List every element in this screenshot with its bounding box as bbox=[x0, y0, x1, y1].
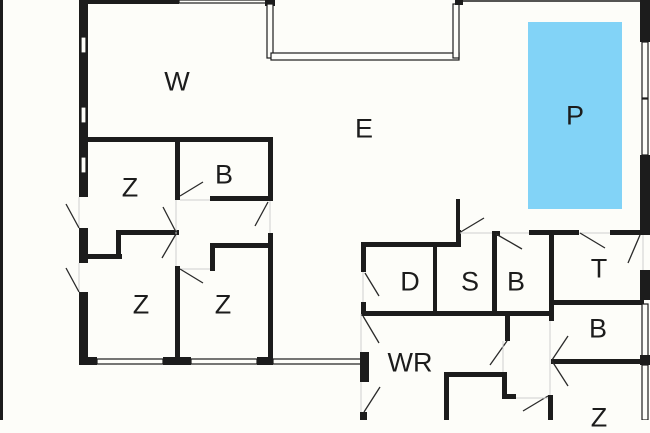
door-swing[interactable] bbox=[458, 217, 485, 234]
room-label-shower: D bbox=[400, 266, 420, 297]
outer-wall-top-left bbox=[79, 0, 179, 4]
door-swing[interactable] bbox=[65, 203, 80, 229]
outer-wall bbox=[360, 352, 369, 382]
room-label-bedroom-2: Z bbox=[132, 289, 150, 320]
interior-wall bbox=[86, 137, 273, 142]
window-bottom bbox=[190, 358, 258, 365]
door-swing[interactable] bbox=[363, 386, 381, 413]
interior-wall bbox=[268, 137, 273, 201]
interior-wall bbox=[361, 242, 461, 247]
room-label-living: W bbox=[164, 66, 190, 97]
door-swing[interactable] bbox=[364, 272, 380, 297]
door-swing[interactable] bbox=[179, 268, 204, 284]
window-bay-bottom bbox=[270, 52, 460, 61]
floor-plan bbox=[0, 0, 650, 420]
outer-wall-right bbox=[640, 355, 650, 365]
room-label-bathroom-3: B bbox=[588, 313, 608, 344]
interior-wall bbox=[551, 300, 644, 305]
room-label-pool: P bbox=[565, 100, 585, 131]
interior-wall bbox=[456, 230, 461, 247]
door-swing[interactable] bbox=[179, 181, 204, 197]
interior-wall bbox=[175, 140, 180, 200]
window-left bbox=[80, 36, 87, 54]
window-right bbox=[641, 364, 649, 420]
interior-wall bbox=[549, 233, 554, 321]
interior-wall bbox=[86, 254, 122, 259]
room-label-bedroom-3: Z bbox=[214, 289, 232, 320]
window-left bbox=[80, 106, 87, 124]
door-swing[interactable] bbox=[489, 340, 508, 366]
room-label-bathroom-2: B bbox=[506, 266, 526, 297]
door-swing[interactable] bbox=[627, 234, 641, 264]
door-swing[interactable] bbox=[579, 232, 606, 249]
outer-wall-right bbox=[640, 0, 650, 42]
door-swing[interactable] bbox=[495, 233, 523, 250]
interior-wall bbox=[548, 395, 553, 420]
window-bottom bbox=[272, 358, 362, 365]
interior-wall bbox=[210, 196, 273, 201]
wall-corner bbox=[265, 0, 275, 6]
window-bay-right bbox=[452, 3, 460, 59]
room-label-bathroom-1: B bbox=[214, 159, 234, 190]
outer-wall-left bbox=[79, 292, 88, 365]
interior-wall bbox=[175, 266, 180, 361]
window-bay-left bbox=[266, 3, 274, 59]
interior-wall bbox=[444, 372, 449, 420]
interior-wall bbox=[444, 372, 506, 377]
door-swing[interactable] bbox=[254, 201, 269, 227]
pool-area bbox=[528, 22, 622, 209]
room-label-toilet: T bbox=[590, 253, 608, 284]
interior-wall bbox=[361, 302, 366, 314]
interior-wall bbox=[505, 314, 510, 341]
window-right bbox=[641, 98, 649, 156]
room-label-bedroom-1: Z bbox=[121, 172, 139, 203]
outer-wall-right bbox=[640, 155, 650, 235]
room-label-dining: E bbox=[354, 113, 374, 144]
outer-wall-bottom bbox=[257, 357, 273, 365]
interior-wall bbox=[502, 372, 507, 397]
interior-wall bbox=[210, 243, 273, 248]
door-swing[interactable] bbox=[65, 267, 80, 293]
page-border-left bbox=[0, 0, 3, 420]
room-label-bedroom-4: Z bbox=[590, 402, 608, 433]
window-top-left bbox=[178, 0, 268, 4]
interior-wall bbox=[502, 394, 516, 399]
room-label-sauna: S bbox=[460, 266, 480, 297]
window-right bbox=[641, 41, 649, 99]
door-swing[interactable] bbox=[551, 360, 569, 387]
interior-wall bbox=[492, 231, 497, 314]
outer-wall-left bbox=[79, 0, 88, 197]
wall-corner bbox=[455, 0, 463, 5]
interior-wall bbox=[210, 243, 215, 271]
interior-wall bbox=[116, 232, 121, 258]
outer-wall-right bbox=[640, 270, 650, 300]
interior-wall bbox=[529, 230, 579, 235]
door-swing[interactable] bbox=[162, 206, 177, 233]
outer-wall-bottom bbox=[79, 357, 97, 365]
interior-wall bbox=[361, 311, 554, 316]
interior-wall bbox=[116, 230, 179, 235]
window-right bbox=[641, 303, 649, 360]
room-label-utility: WR bbox=[387, 347, 433, 378]
window-bottom bbox=[96, 358, 164, 365]
interior-wall bbox=[456, 199, 460, 233]
interior-wall bbox=[433, 245, 437, 313]
door-swing[interactable] bbox=[551, 335, 569, 361]
interior-wall bbox=[551, 359, 644, 364]
interior-wall bbox=[361, 242, 366, 272]
door-swing[interactable] bbox=[362, 315, 380, 344]
interior-wall bbox=[492, 231, 500, 236]
outer-wall bbox=[360, 412, 367, 420]
door-swing[interactable] bbox=[161, 233, 177, 259]
outer-wall-left bbox=[79, 228, 88, 263]
interior-wall bbox=[610, 230, 644, 235]
interior-wall bbox=[268, 233, 273, 361]
window-left bbox=[80, 156, 87, 174]
